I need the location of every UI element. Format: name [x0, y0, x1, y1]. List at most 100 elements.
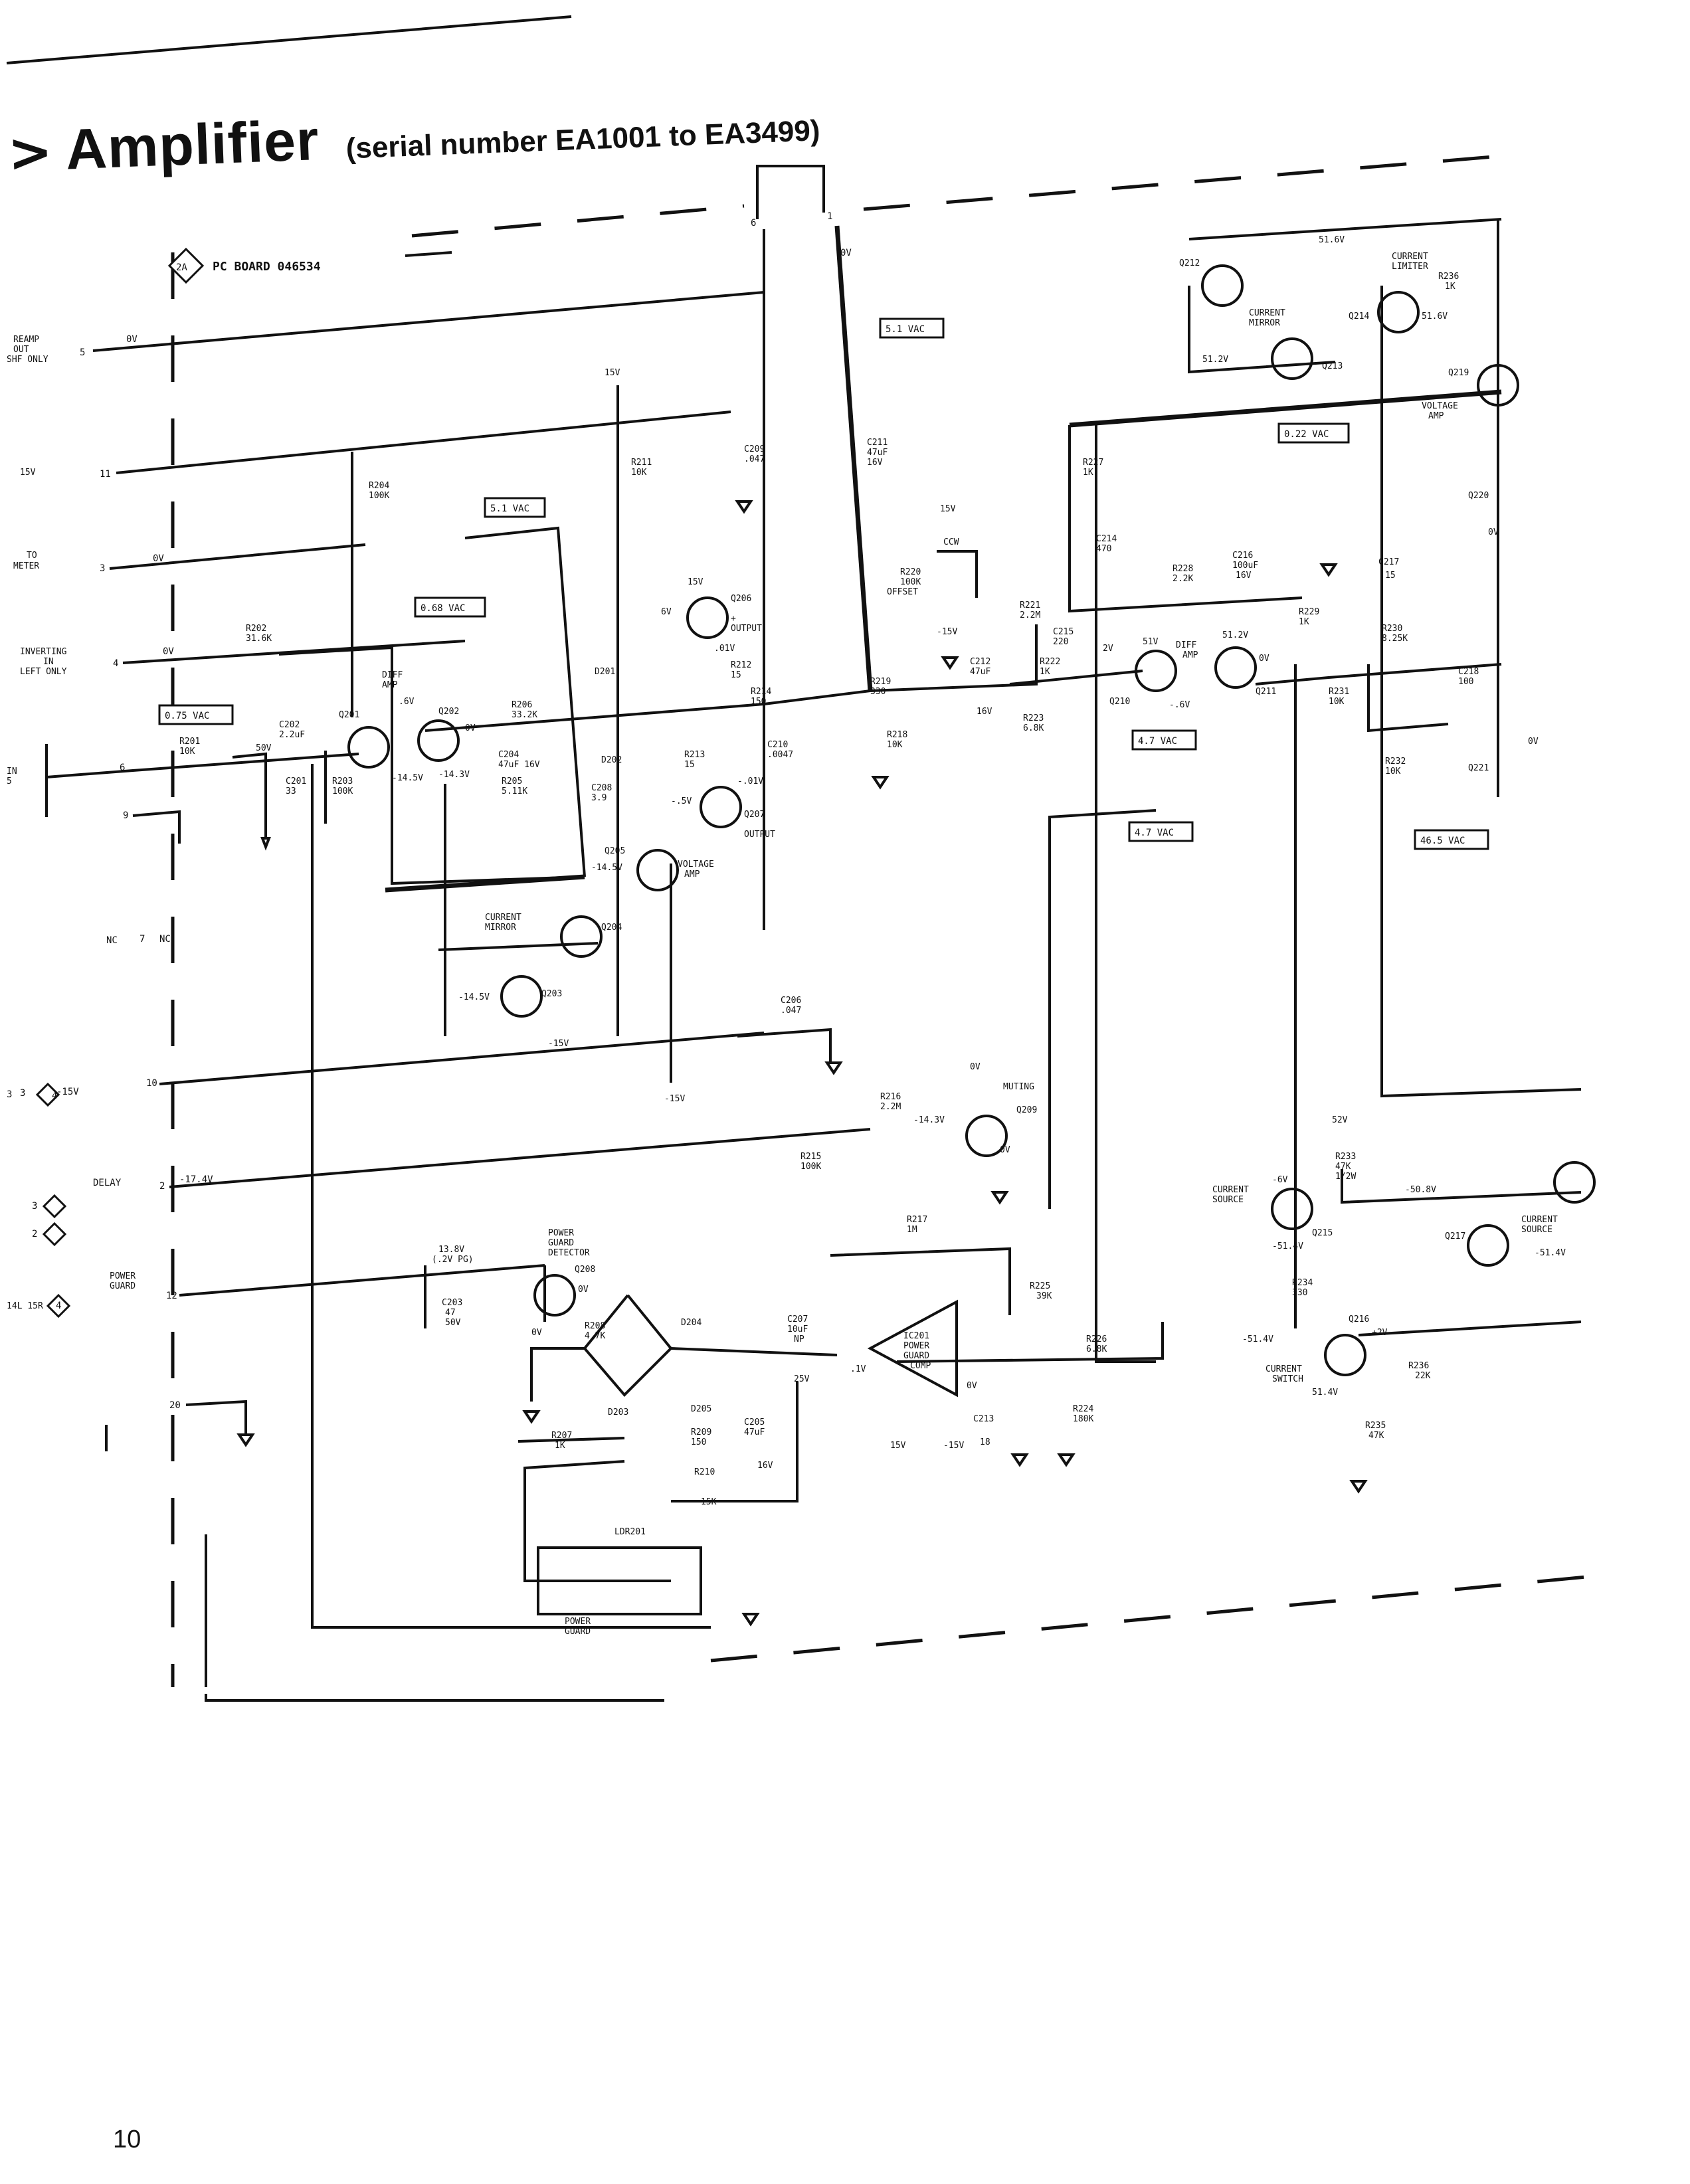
ground-symbols [236, 500, 1368, 1627]
svg-text:R223: R223 [1023, 713, 1044, 723]
svg-text:16V: 16V [1236, 571, 1252, 581]
svg-text:10K: 10K [1385, 767, 1401, 776]
voltage-callouts: 5.1 VAC 5.1 VAC 0.68 VAC 0.75 VAC 0.22 V… [158, 318, 1489, 850]
svg-text:Q205: Q205 [605, 846, 625, 856]
svg-text:Q219: Q219 [1448, 368, 1469, 378]
svg-text:16V: 16V [867, 458, 883, 468]
svg-text:Q221: Q221 [1468, 763, 1489, 773]
svg-text:6.8K: 6.8K [1023, 723, 1044, 733]
svg-text:R202: R202 [246, 624, 266, 634]
svg-text:DIFF: DIFF [1176, 640, 1196, 650]
svg-text:VOLTAGE: VOLTAGE [678, 860, 714, 869]
svg-text:SOURCE: SOURCE [1521, 1225, 1552, 1235]
svg-text:R206: R206 [512, 700, 532, 710]
net-voltage-labels: 15V 15V -15V -15V .01V 6V -.01V -.5V .6V… [256, 235, 1566, 1451]
svg-text:33: 33 [286, 786, 296, 796]
svg-text:DELAY: DELAY [93, 1178, 122, 1188]
svg-text:.01V: .01V [714, 644, 735, 654]
svg-text:R225: R225 [1030, 1281, 1050, 1291]
svg-text:R211: R211 [631, 458, 652, 468]
svg-text:CURRENT: CURRENT [1266, 1364, 1302, 1374]
svg-text:C209: C209 [744, 444, 765, 454]
svg-text:0V: 0V [465, 723, 476, 733]
svg-text:9: 9 [123, 810, 128, 821]
svg-text:11: 11 [100, 469, 111, 480]
svg-text:R215: R215 [800, 1152, 821, 1162]
svg-text:5.11K: 5.11K [502, 786, 527, 796]
svg-text:(.2V PG): (.2V PG) [432, 1255, 474, 1265]
power-guard-wiring [424, 1247, 1164, 1582]
svg-text:10K: 10K [887, 740, 903, 750]
svg-text:POWER: POWER [110, 1271, 136, 1281]
svg-text:10: 10 [146, 1078, 157, 1089]
svg-text:15V: 15V [20, 468, 36, 478]
svg-text:10K: 10K [1329, 697, 1345, 707]
svg-text:1K: 1K [1299, 617, 1309, 627]
svg-text:Q211: Q211 [1256, 687, 1276, 697]
svg-text:AMP: AMP [382, 680, 398, 690]
svg-text:R235: R235 [1365, 1421, 1386, 1431]
svg-text:6: 6 [120, 763, 125, 773]
svg-text:1K: 1K [1083, 468, 1093, 478]
svg-text:C216: C216 [1232, 551, 1253, 561]
svg-text:Q212: Q212 [1179, 258, 1200, 268]
svg-text:Q203: Q203 [541, 989, 562, 999]
ext-ref: 4 [52, 1091, 57, 1101]
pin-label: 6 [751, 218, 756, 228]
svg-text:10uF: 10uF [787, 1324, 808, 1334]
connector-pin11: 15V 11 [20, 410, 731, 480]
svg-text:C204: C204 [498, 750, 519, 760]
connector-pin10: 3-15V 10 [20, 1032, 765, 1099]
svg-text:470: 470 [1096, 544, 1111, 554]
svg-text:R208: R208 [585, 1321, 605, 1331]
svg-text:R219: R219 [870, 677, 891, 687]
svg-text:.0047: .0047 [767, 750, 793, 760]
svg-text:MUTING: MUTING [1003, 1082, 1034, 1092]
svg-text:-6V: -6V [1272, 1175, 1288, 1185]
svg-text:51.6V: 51.6V [1422, 312, 1448, 321]
svg-text:GUARD: GUARD [565, 1627, 591, 1637]
svg-text:0V: 0V [153, 553, 164, 564]
svg-text:13.8V: 13.8V [438, 1245, 464, 1255]
svg-text:+2V: +2V [1372, 1328, 1388, 1338]
svg-text:.047: .047 [744, 454, 765, 464]
svg-text:100K: 100K [800, 1162, 821, 1172]
svg-text:SOURCE: SOURCE [1212, 1195, 1244, 1205]
svg-text:.047: .047 [781, 1006, 801, 1016]
svg-text:C206: C206 [781, 996, 801, 1006]
svg-text:330: 330 [1292, 1288, 1307, 1298]
svg-text:15K: 15K [701, 1497, 717, 1507]
svg-text:-17.4V: -17.4V [179, 1174, 213, 1185]
svg-text:31.6K: 31.6K [246, 634, 272, 644]
ic201-comparator [867, 1299, 958, 1398]
svg-text:100K: 100K [369, 491, 389, 501]
svg-text:POWER: POWER [565, 1617, 591, 1627]
svg-text:C201: C201 [286, 776, 306, 786]
connector-pin6: 6 IN5 [7, 744, 359, 817]
svg-text:51.4V: 51.4V [1312, 1388, 1338, 1398]
svg-text:1K: 1K [1040, 667, 1050, 677]
svg-text:47uF: 47uF [867, 448, 888, 458]
svg-text:R232: R232 [1385, 757, 1406, 767]
svg-text:-15V: -15V [943, 1441, 964, 1451]
svg-text:10K: 10K [179, 747, 195, 757]
svg-text:D205: D205 [691, 1404, 711, 1414]
svg-text:OUTPUT: OUTPUT [744, 830, 775, 840]
svg-text:Q206: Q206 [731, 594, 751, 604]
svg-text:CCW: CCW [943, 537, 959, 547]
svg-text:R209: R209 [691, 1427, 711, 1437]
svg-text:180K: 180K [1073, 1414, 1093, 1424]
svg-text:Q208: Q208 [575, 1265, 595, 1275]
svg-text:GUARD: GUARD [548, 1238, 574, 1248]
svg-text:0.22 VAC: 0.22 VAC [1284, 429, 1329, 440]
svg-text:2.2M: 2.2M [880, 1102, 901, 1112]
svg-text:R233: R233 [1335, 1152, 1356, 1162]
svg-text:REAMP: REAMP [13, 335, 39, 345]
svg-text:47uF: 47uF [744, 1427, 765, 1437]
svg-text:C205: C205 [744, 1417, 765, 1427]
svg-text:DIFF: DIFF [382, 670, 403, 680]
svg-text:C202: C202 [279, 720, 300, 730]
svg-text:15: 15 [1385, 571, 1396, 581]
